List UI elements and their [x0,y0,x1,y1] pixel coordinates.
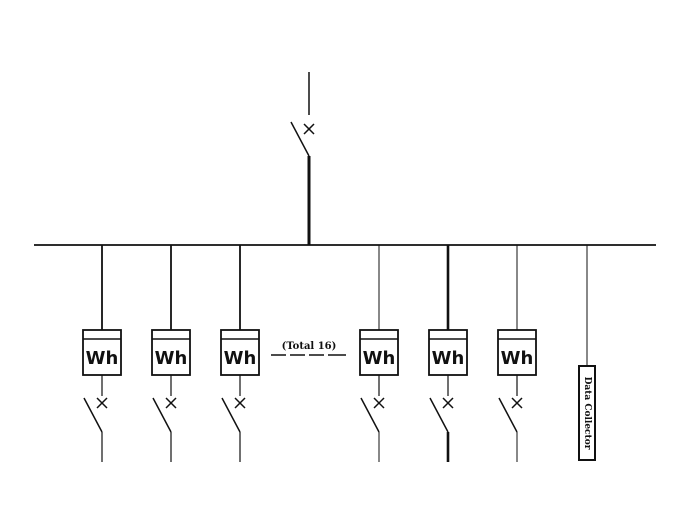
branch-2-meter-box [151,329,191,376]
branch-4-meter-label: Wh [363,348,396,369]
branch-1-breaker-blade [83,397,103,433]
branch-3-breaker-cross-b [234,397,246,409]
feeder-branch-2 [151,245,191,462]
feeder-branch-1 [82,245,122,462]
branch-5-breaker-cross-b [442,397,454,409]
branch-5-meter-label: Wh [432,348,465,369]
branch-3-breaker-blade [221,397,241,433]
branch-5-breaker-blade [429,397,449,433]
branch-3-meter-label: Wh [224,348,257,369]
branch-6-breaker-blade [498,397,518,433]
branch-1-breaker-cross-b [96,397,108,409]
incoming-feeder [290,72,315,245]
feeder-branch-4 [359,245,399,462]
branch-3-meter-box [220,329,260,376]
feeder-branch-3 [220,245,260,462]
branch-4-breaker-cross-b [373,397,385,409]
branch-6-meter-box [497,329,537,376]
branch-6-breaker-cross-b [511,397,523,409]
branch-5-meter-box [428,329,468,376]
branch-6-meter-label: Wh [501,348,534,369]
feeder-branch-5 [428,245,468,462]
branch-2-breaker-cross-b [165,397,177,409]
feeder-branch-6 [497,245,537,462]
data-collector-branch [578,245,596,461]
branch-4-breaker-blade [360,397,380,433]
branch-2-meter-label: Wh [155,348,188,369]
incoming-breaker-cross-b [303,123,315,135]
incoming-breaker-blade [290,121,310,157]
branch-4-meter-box [359,329,399,376]
data-collector-box [578,365,596,461]
data-collector-label: Data Collector [582,377,592,450]
branch-1-meter-label: Wh [86,348,119,369]
branch-2-breaker-blade [152,397,172,433]
total-count-label: (Total 16) [282,341,337,352]
